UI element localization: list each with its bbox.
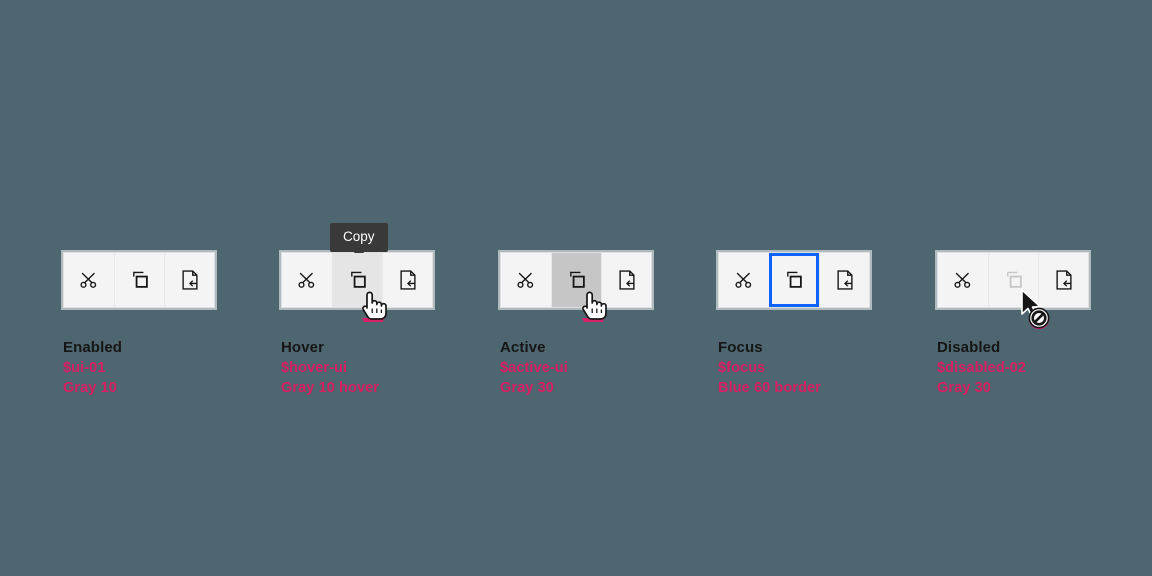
copy-icon (783, 269, 805, 291)
paste-button[interactable] (819, 253, 869, 307)
state-value: Gray 30 (500, 380, 554, 396)
paste-icon (616, 269, 638, 291)
cut-button[interactable] (501, 253, 551, 307)
scissors-icon (78, 269, 100, 291)
copy-icon (129, 269, 151, 291)
annotation-block: Hover $hover-ui Gray 10 hover (281, 338, 433, 398)
cut-button[interactable] (282, 253, 332, 307)
copy-button[interactable] (332, 253, 382, 307)
scissors-icon (515, 269, 537, 291)
state-column-enabled: Enabled $ui-01 Gray 10 (61, 250, 217, 398)
state-column-hover: Copy (279, 223, 435, 398)
button-group-active (498, 250, 654, 310)
state-title: Disabled (937, 339, 1001, 356)
paste-button[interactable] (1038, 253, 1088, 307)
annotation-block: Active $active-ui Gray 30 (500, 338, 652, 398)
paste-icon (1053, 269, 1075, 291)
cut-button[interactable] (719, 253, 769, 307)
button-group-disabled (935, 250, 1091, 310)
tooltip-copy: Copy (330, 223, 388, 258)
scissors-icon (952, 269, 974, 291)
copy-icon (566, 269, 588, 291)
state-value: Blue 60 border (718, 380, 821, 396)
copy-button[interactable] (114, 253, 164, 307)
copy-button[interactable] (551, 253, 601, 307)
annotation-block: Disabled $disabled-02 Gray 30 (937, 338, 1089, 398)
state-token: $hover-ui (281, 360, 348, 376)
state-token: $ui-01 (63, 360, 106, 376)
paste-button[interactable] (382, 253, 432, 307)
cut-button[interactable] (64, 253, 114, 307)
state-token: $focus (718, 360, 766, 376)
state-column-disabled: Disabled $disabled-02 Gray 30 (935, 250, 1091, 398)
button-group-focus (716, 250, 872, 310)
paste-button[interactable] (601, 253, 651, 307)
state-column-active: Active $active-ui Gray 30 (498, 250, 654, 398)
annotation-block: Focus $focus Blue 60 border (718, 338, 870, 398)
copy-button (988, 253, 1038, 307)
button-group-enabled (61, 250, 217, 310)
annotation-block: Enabled $ui-01 Gray 10 (63, 338, 215, 398)
state-title: Focus (718, 339, 763, 356)
tooltip-label: Copy (343, 229, 375, 244)
paste-icon (397, 269, 419, 291)
state-token: $disabled-02 (937, 360, 1027, 376)
paste-icon (834, 269, 856, 291)
copy-icon (1003, 269, 1025, 291)
copy-icon (347, 269, 369, 291)
state-token: $active-ui (500, 360, 568, 376)
paste-icon (179, 269, 201, 291)
paste-button[interactable] (164, 253, 214, 307)
cut-button[interactable] (938, 253, 988, 307)
state-title: Hover (281, 339, 325, 356)
scissors-icon (733, 269, 755, 291)
state-title: Active (500, 339, 546, 356)
copy-button[interactable] (769, 253, 819, 307)
state-title: Enabled (63, 339, 123, 356)
state-value: Gray 30 (937, 380, 991, 396)
button-group-hover: Copy (279, 223, 435, 310)
state-column-focus: Focus $focus Blue 60 border (716, 250, 872, 398)
state-value: Gray 10 hover (281, 380, 380, 396)
scissors-icon (296, 269, 318, 291)
state-value: Gray 10 (63, 380, 117, 396)
